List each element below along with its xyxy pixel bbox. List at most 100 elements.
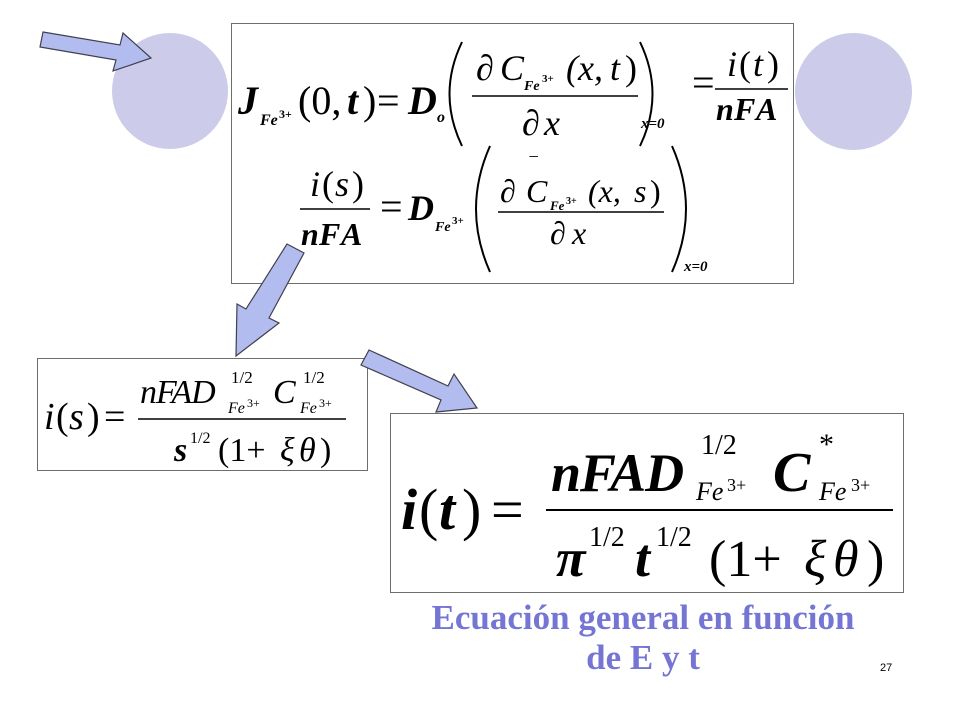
symbol-xi: ξ (280, 432, 295, 469)
rparen: ) (767, 44, 779, 84)
symbol-c: C (500, 48, 525, 88)
lparen: ( (419, 477, 438, 542)
one-plus: (1+ (218, 432, 266, 469)
subscript-fe: Fe (818, 477, 846, 506)
symbol-c: C (773, 442, 811, 504)
lparen: ( (739, 44, 751, 84)
partial-symbol: ∂ (476, 48, 494, 88)
rparen: ) (462, 477, 481, 542)
equals-sign: = (491, 477, 524, 542)
one-plus: (1+ (709, 531, 782, 588)
symbol-t: t (635, 528, 652, 588)
symbol-f: F (318, 216, 340, 252)
superscript-3plus: 3+ (566, 196, 577, 207)
exponent-half: 1/2 (231, 368, 253, 387)
big-rparen (671, 145, 687, 273)
lparen: ( (56, 396, 69, 438)
exponent-half: 1/2 (190, 430, 210, 447)
symbol-i: i (401, 477, 417, 542)
rparen: ) (867, 531, 884, 588)
equation-box-laplace: i ( s ) = nFAD 1/2 Fe 3+ C 1/2 Fe 3+ s 1… (37, 358, 368, 471)
symbol-x: x (571, 215, 586, 251)
equation-box-top: J Fe 3+ (0, t ) = D o ∂ C Fe 3+ (x, t ) … (231, 23, 794, 284)
symbol-xi: ξ (804, 531, 827, 588)
subscript-o: o (437, 109, 445, 126)
exponent-half: 1/2 (589, 522, 625, 553)
partial-symbol: ∂ (500, 173, 516, 209)
decorative-circle-right (795, 33, 912, 150)
subscript-fe: Fe (434, 220, 451, 235)
subscript-x-equals-0: x=0 (683, 259, 708, 275)
exponent-half: 1/2 (656, 522, 692, 553)
symbol-s: s (634, 173, 646, 209)
symbol-t: t (347, 78, 360, 123)
lparen: ( (322, 164, 334, 204)
symbol-t: t (753, 44, 764, 84)
flux-equations: J Fe 3+ (0, t ) = D o ∂ C Fe 3+ (x, t ) … (237, 41, 788, 275)
rparen: ) (352, 164, 364, 204)
symbol-d: D (407, 78, 437, 123)
arrow-to-laplace-equation (235, 243, 305, 358)
subscript-fe: Fe (523, 79, 540, 94)
rparen: ) (650, 173, 661, 209)
laplace-current-equation: i ( s ) = nFAD 1/2 Fe 3+ C 1/2 Fe 3+ s 1… (44, 368, 346, 469)
arrow-to-top-equation (39, 31, 153, 72)
symbol-n: n (301, 216, 319, 252)
rparen: ) (320, 432, 331, 469)
partial-symbol: ∂ (550, 215, 566, 251)
symbol-n: n (716, 91, 734, 127)
subscript-x-equals-0: x=0 (640, 116, 665, 132)
symbol-t: t (610, 48, 621, 88)
numerator-nfad: nFAD (140, 374, 216, 411)
symbol-s: s (335, 164, 349, 204)
symbol-c: C (273, 374, 296, 411)
subscript-fe: Fe (299, 400, 317, 417)
rparen: ) (363, 78, 376, 123)
symbol-f: F (733, 91, 755, 127)
big-rparen (639, 41, 654, 147)
symbol-s: s (69, 396, 84, 438)
caption-line-2: de E y t (586, 638, 700, 677)
caption: Ecuación general en función de E y t (370, 598, 916, 678)
symbol-d: D (407, 188, 434, 228)
caption-line-1: Ecuación general en función (431, 598, 855, 637)
symbol-s: s (173, 432, 187, 469)
big-lparen (448, 41, 463, 147)
general-current-equation: i ( t ) = nFAD 1/2 Fe 3+ C * Fe 3+ π 1/2… (401, 428, 893, 588)
symbol-t: t (439, 477, 457, 542)
superscript-3plus: 3+ (279, 107, 292, 121)
subscript-fe: Fe (549, 198, 565, 213)
symbol-pi: π (556, 528, 587, 588)
superscript-3plus: 3+ (727, 475, 746, 495)
symbol-a: A (339, 216, 362, 252)
overbar: ‾ (529, 154, 538, 179)
subscript-fe: Fe (259, 112, 278, 129)
args-xt: (x, (566, 48, 603, 88)
symbol-i: i (310, 164, 320, 204)
big-lparen (475, 145, 491, 273)
equals-sign: = (692, 60, 715, 105)
subscript-fe: Fe (695, 477, 723, 506)
equals-sign: = (377, 78, 400, 123)
equals-sign: = (104, 396, 125, 438)
superscript-3plus: 3+ (851, 475, 870, 495)
symbol-theta: θ (833, 531, 859, 588)
subscript-fe: Fe (227, 400, 245, 417)
superscript-3plus: 3+ (247, 396, 260, 410)
partial-symbol: ∂ (522, 103, 540, 143)
symbol-x: x (543, 103, 560, 143)
superscript-3plus: 3+ (452, 215, 464, 227)
symbol-j: J (237, 78, 260, 123)
superscript-3plus: 3+ (542, 73, 554, 85)
symbol-c: C (526, 173, 548, 209)
symbol-theta: θ (299, 432, 316, 469)
exponent-half: 1/2 (303, 368, 325, 387)
args-0t: (0, (298, 78, 341, 123)
symbol-i: i (727, 44, 737, 84)
exponent-half: 1/2 (701, 430, 737, 461)
superscript-3plus: 3+ (319, 396, 332, 410)
rparen: ) (87, 396, 100, 438)
equation-box-cottrell: i ( t ) = nFAD 1/2 Fe 3+ C * Fe 3+ π 1/2… (390, 413, 904, 593)
symbol-i: i (44, 396, 55, 438)
